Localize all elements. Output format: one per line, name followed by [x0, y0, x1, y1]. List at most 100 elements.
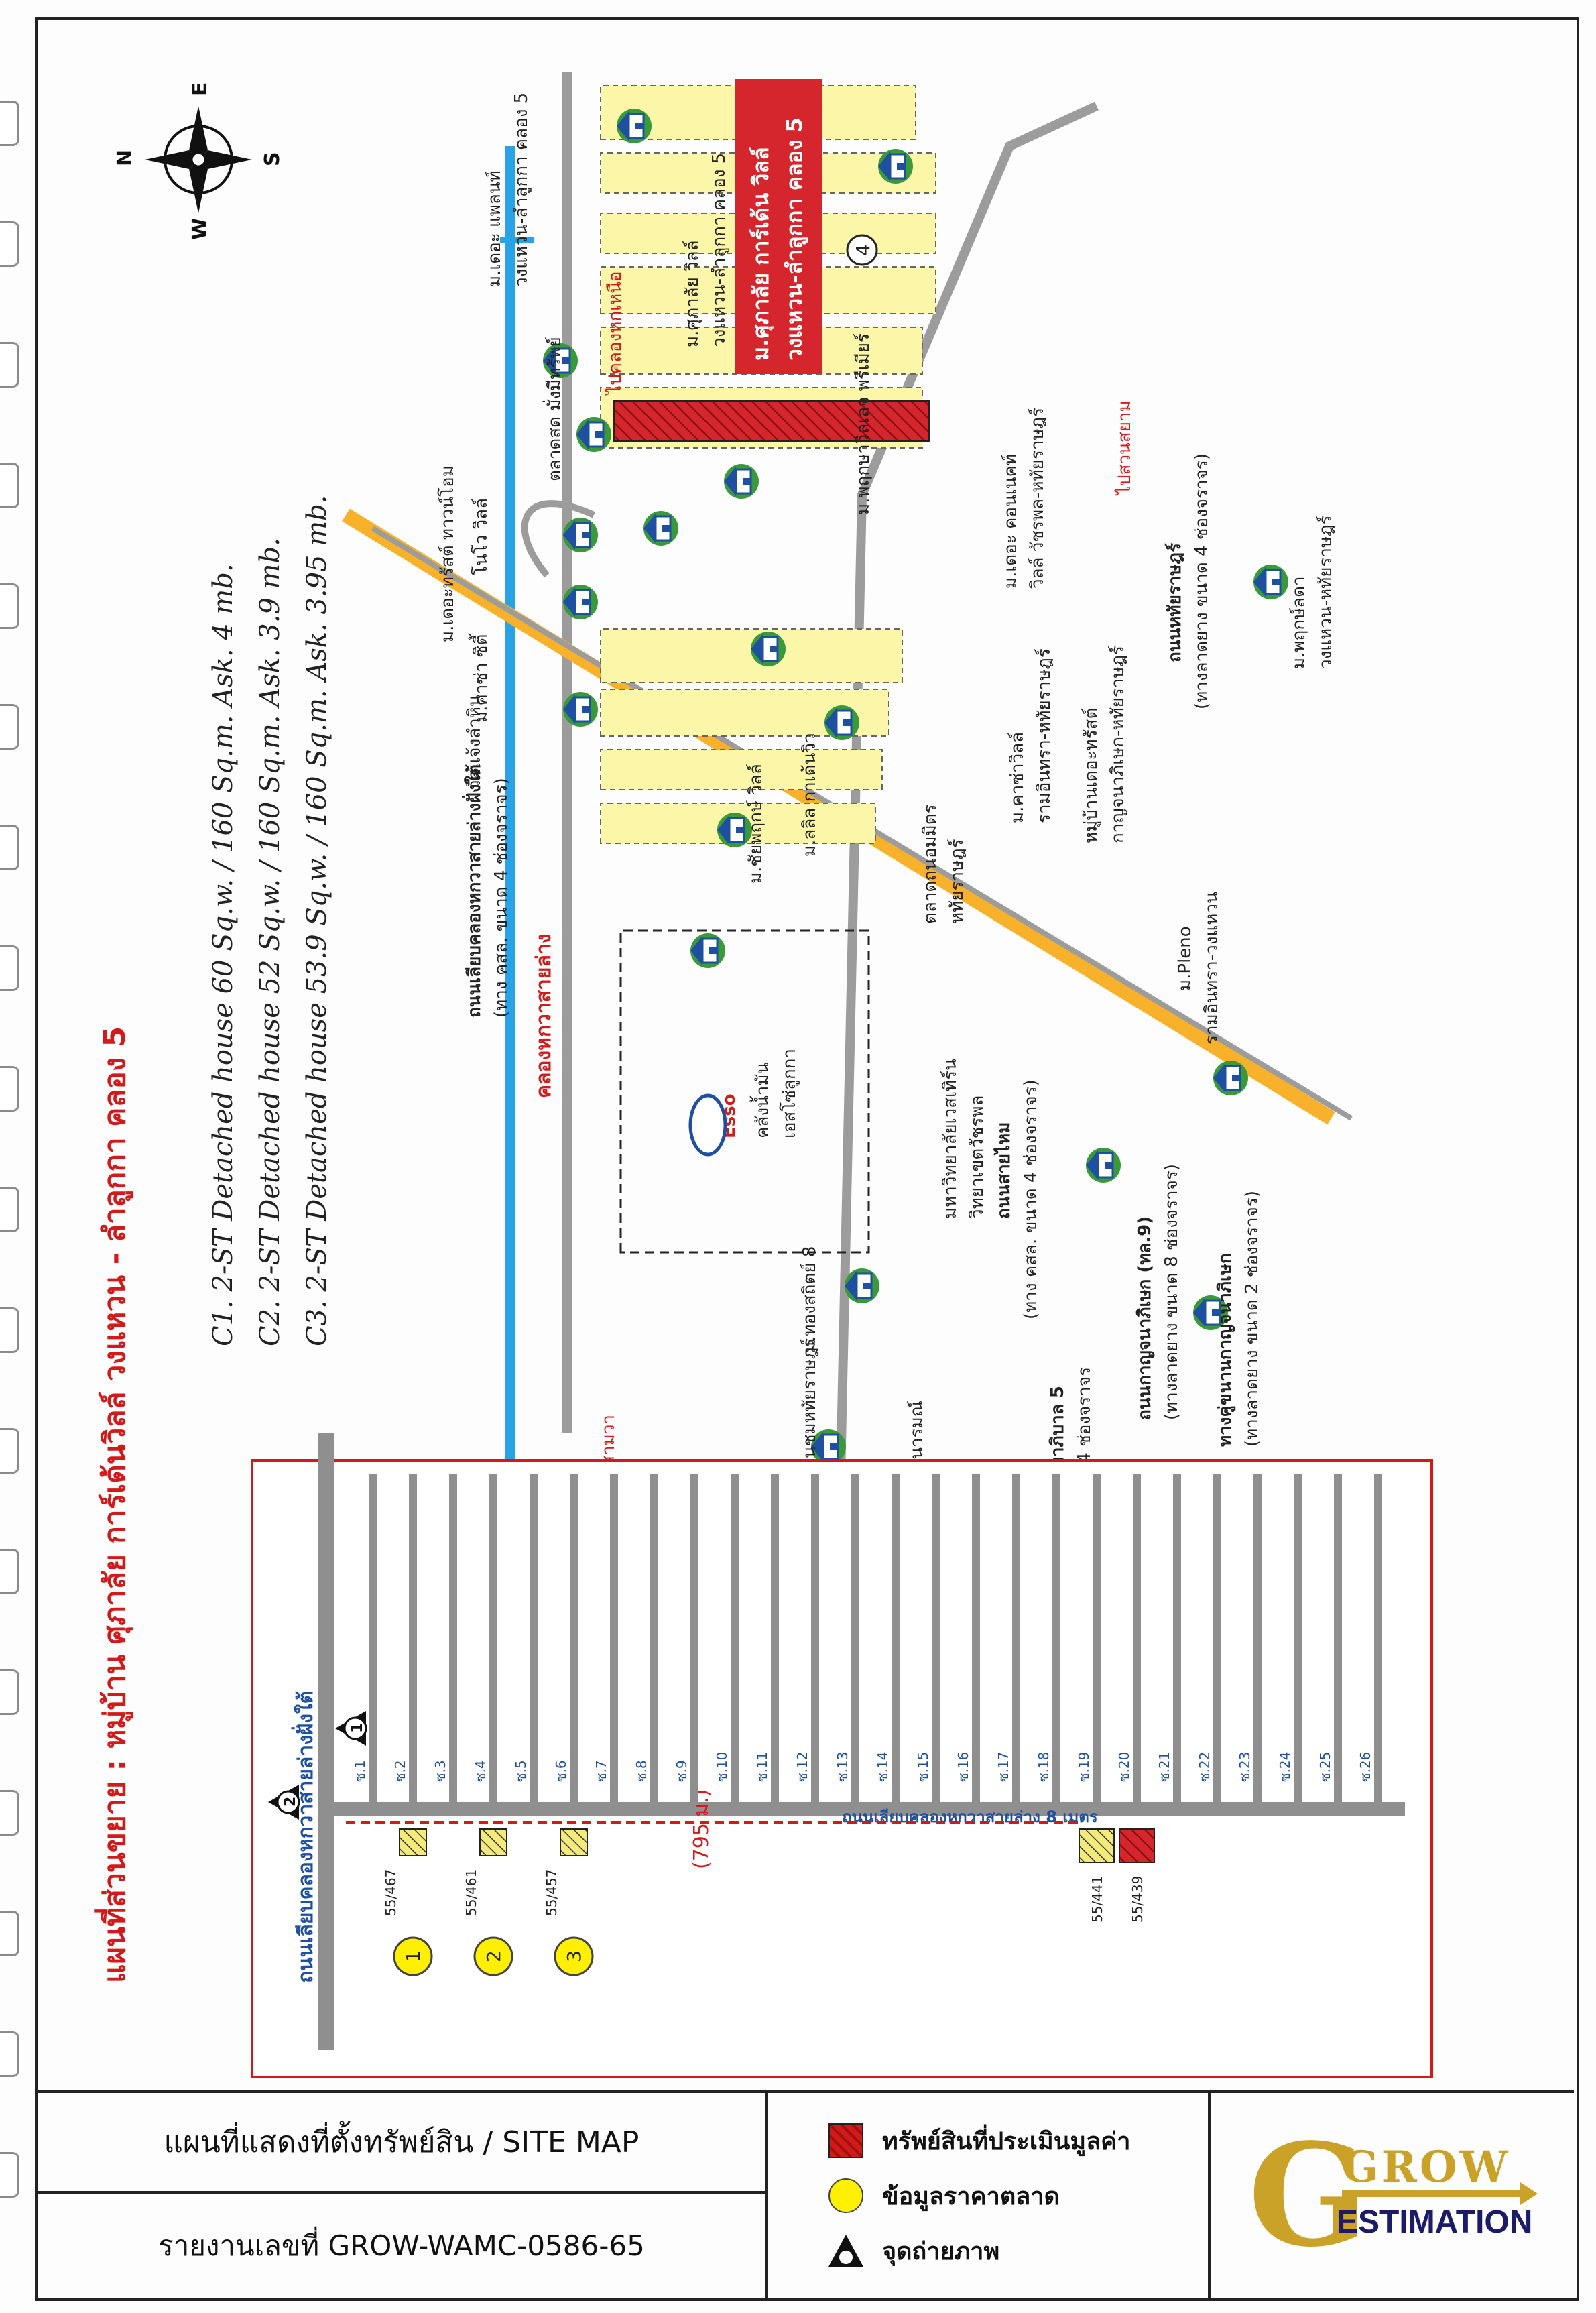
soi-label: ซ.25 — [1317, 1752, 1333, 1782]
compass-rose-icon — [145, 106, 252, 213]
soi-label: ซ.5 — [513, 1760, 529, 1782]
photo-point-1-label: 1 — [349, 1723, 366, 1733]
soi-label: ซ.17 — [995, 1752, 1011, 1782]
label-univ-2: วิทยาเขตวัชรพล — [967, 1095, 987, 1220]
label-kanchanaphisek: ถนนกาญจนาภิเษก (ทล.9) — [1135, 1216, 1155, 1420]
soi-label: ซ.18 — [1036, 1752, 1052, 1782]
subject-house-number: 55/439 — [1129, 1876, 1146, 1923]
binder-hole — [0, 1669, 19, 1715]
house-icon — [562, 516, 599, 554]
binder-hole — [0, 825, 19, 870]
map-area: แผนที่ส่วนขยาย : หมู่บ้าน ศุภาลัย การ์เด… — [38, 20, 1574, 2090]
soi-label: ซ.14 — [875, 1752, 891, 1782]
house-icon — [843, 1267, 881, 1305]
subject-house-number: 55/441 — [1089, 1876, 1105, 1923]
soi-label: ซ.19 — [1076, 1752, 1092, 1782]
label-supalai-villa-2: วงแหวน-ลำลูกกา คลอง 5 — [709, 153, 729, 347]
label-pleno-2: รามอินทรา-วงแหวน — [1202, 892, 1222, 1045]
footer-title-cell: แผนที่แสดงที่ตั้งทรัพย์สิน / SITE MAP — [38, 2093, 768, 2194]
house-icon — [642, 510, 680, 547]
grow-estimation-logo: G GROW ESTIMATION — [1248, 2125, 1538, 2266]
house-icon — [562, 691, 599, 728]
legend-label: ทรัพย์สินที่ประเมินมูลค่า — [882, 2127, 1131, 2155]
handnote-c3: C3. 2-ST Detached house 53.9 Sq.w. / 160… — [302, 495, 332, 1346]
inset-distance: (795 ม.) — [690, 1789, 713, 1869]
interchange-loop — [521, 500, 596, 578]
soi-label: ซ.23 — [1237, 1752, 1253, 1782]
label-to-wat: ไปสวนสยาม — [1114, 400, 1135, 496]
handnote-c2: C2. 2-ST Detached house 52 Sq.w. / 160 S… — [255, 538, 286, 1346]
label-the-trust-village: หมู่บ้านเดอะทรัสต์ — [1081, 708, 1101, 843]
label-pruksa-village: ม.พฤกษาวิลเลจ พรีเมียร์ — [853, 333, 873, 515]
soi-label: ซ.8 — [633, 1760, 650, 1782]
subject-label-line1: ม.ศุภาลัย การ์เด้น วิลล์ — [748, 147, 775, 361]
comp-parcel — [560, 1828, 588, 1856]
label-thanom-market-2: หทัยราษฎร์ — [947, 839, 967, 924]
logo-grow: GROW — [1342, 2142, 1511, 2192]
compass-n: N — [113, 150, 137, 166]
label-market: ตลาดสด มั่งมีทรัพย์ — [542, 337, 565, 481]
subject-number: 4 — [852, 244, 874, 256]
label-the-palm-2: วงแหวน-ลำลูกกา คลอง 5 — [511, 93, 532, 287]
label-kanchanaphisek-2: (ทางลาดยาง ขนาด 8 ช่องจราจร) — [1162, 1164, 1182, 1420]
soi-label: ซ.11 — [754, 1752, 770, 1782]
label-casa-ville: ม.คาซ่าวิลล์ — [1007, 732, 1028, 823]
house-icon — [1252, 563, 1290, 601]
logo-estimation: ESTIMATION — [1337, 2204, 1533, 2240]
label-pruksa-lada-2: วงแหวน-หทัยราษฎร์ — [1316, 515, 1336, 669]
legend: ทรัพย์สินที่ประเมินมูลค่า ข้อมูลราคาตลาด… — [768, 2093, 1211, 2298]
soi-label: ซ.16 — [955, 1752, 971, 1782]
soi-label: ซ.1 — [352, 1760, 368, 1782]
soi-label: ซ.10 — [714, 1752, 730, 1782]
yellow-circle-icon — [828, 2178, 863, 2213]
label-casa-ville-2: รามอินทรา-หทัยราษฎร์ — [1034, 648, 1054, 823]
label-hathairat-road: ถนนหทัยราษฎร์ — [1164, 543, 1185, 662]
label-esso-depot-2: เอสโซ่ลูกกา — [779, 1049, 800, 1138]
label-supalai-villa: ม.ศุภาลัย วิลล์ — [682, 240, 702, 347]
logo-arrow-icon — [1342, 2182, 1538, 2205]
label-pruksa-lada: ม.พฤกษ์ลดา — [1289, 576, 1309, 669]
house-icon — [615, 107, 653, 145]
house-icon — [749, 630, 787, 668]
house-icon — [575, 416, 613, 453]
report-number: รายงานเลขที่ GROW-WAMC-0586-65 — [158, 2229, 645, 2262]
label-thanom-market: ตลาดถนอมมิตร — [920, 804, 940, 924]
comp-house-number: 55/457 — [544, 1869, 560, 1916]
label-lalin-garden: ม.ลลิล กาเด้นวิว — [800, 733, 820, 857]
canal-label: คลองหกวาสายล่าง — [532, 934, 556, 1098]
legend-item-photo: จุดถ่ายภาพ — [828, 2223, 1208, 2278]
subject-house-parcel — [1119, 1828, 1155, 1863]
house-icon — [1085, 1146, 1122, 1184]
comp-marker — [473, 1936, 513, 1976]
legend-item-subject: ทรัพย์สินที่ประเมินมูลค่า — [828, 2113, 1208, 2168]
label-parallel-road-2: (ทางลาดยาง ขนาด 2 ช่องจราจร) — [1242, 1191, 1262, 1447]
comp-house-number: 55/461 — [463, 1869, 479, 1916]
compass-e: E — [188, 82, 212, 97]
comp-number: 3 — [563, 1950, 585, 1962]
label-the-connect: ม.เดอะ คอนเนคท์ — [1001, 454, 1021, 589]
map-svg: แผนที่ส่วนขยาย : หมู่บ้าน ศุภาลัย การ์เด… — [94, 72, 1433, 2078]
subject-house-parcel — [1079, 1828, 1115, 1863]
subject-label-line2: วงแหวน-ลำลูกกา คลอง 5 — [782, 117, 808, 361]
comp-marker — [554, 1936, 594, 1976]
soi-label: ซ.13 — [835, 1752, 851, 1782]
label-khlong-road-2: (ทาง คสล. ขนาด 4 ช่องจราจร) — [491, 778, 511, 1018]
label-novo-ville: โนโว วิลล์ — [471, 498, 491, 575]
soi-label: ซ.9 — [674, 1760, 690, 1782]
soi-label: ซ.24 — [1277, 1752, 1293, 1782]
binder-hole — [0, 1911, 19, 1956]
comp-parcel — [399, 1828, 427, 1856]
red-hatch-icon — [828, 2123, 863, 2158]
footer-report-cell: รายงานเลขที่ GROW-WAMC-0586-65 — [38, 2194, 768, 2298]
subject-parcel — [613, 400, 930, 442]
legend-tri-wrap — [828, 2235, 863, 2267]
soi-label: ซ.12 — [794, 1752, 810, 1782]
binder-hole — [0, 2031, 19, 2077]
label-thongsathit: ม.ทองสถิตย์ 8 — [800, 1246, 820, 1353]
house-icon — [877, 147, 914, 185]
photo-point-2-label: 2 — [282, 1797, 299, 1807]
label-chaiyaphruek: ม.ชัยพฤกษ์ วิลล์ — [746, 764, 766, 884]
